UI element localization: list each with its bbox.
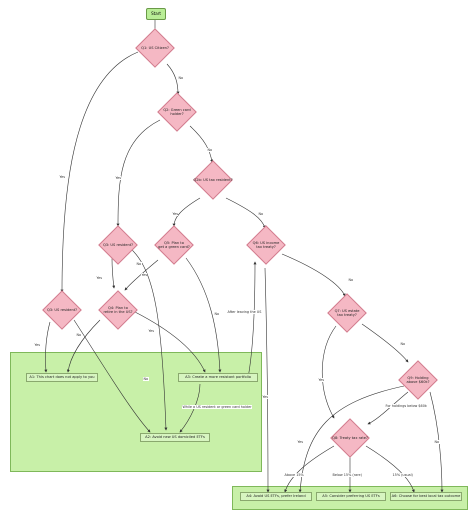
label-q3b-no: No [76,333,82,337]
q2-green-card: Q2: Green card holder? [157,92,197,132]
label-q7-no: No [400,342,406,346]
label-q3-yes: Yes [96,276,103,280]
a6-best-local-tax: A6: Choose for best local tax outcome [390,492,462,501]
label-q6-yes: Yes [262,395,269,399]
edge-q8-a6 [365,445,415,493]
q7-estate-tax-treaty: Q7: US estate tax treaty? [327,293,367,333]
label-q9-yes: Yes [297,440,304,444]
label-q1-no: No [178,76,184,80]
a5-prefer-us-etfs: A5: Consider preferring US ETFs [316,492,386,501]
q3b-us-resident: Q3: US resident? [42,290,82,330]
q5-green-card-plan: Q5: Plan to get a green card? [154,225,194,265]
edge-q1-q3b [60,51,139,293]
a3-resistant-portfolio: A3: Create a more resistant portfolio [178,373,258,382]
label-below: Below 15% (rare) [332,473,363,477]
q2b-tax-resident: Q2b: US tax resident? [193,160,233,200]
label-q9-no: No [434,440,440,444]
edge-q4-a1 [66,319,101,373]
edge-q9-q8 [367,391,409,425]
label-q4-yes: Yes [148,329,155,333]
q9-holding-60k: Q9: Holding above $60k? [398,360,438,400]
edge-q9-a6 [429,391,444,493]
edge-q6-a4 [264,267,270,493]
edge-q2-q3 [116,119,161,227]
edge-q5-q4 [124,259,159,291]
a2-avoid-us-etfs: A2: Avoid new US domiciled ETFs [140,433,210,442]
start-node: Start [146,8,166,20]
edge-a3-q6 [247,261,257,379]
edge-q8-a4 [284,445,335,493]
edge-q3-a2 [129,247,168,431]
edge-q5-a3 [185,257,222,373]
label-equal: 15% (usual) [392,473,414,477]
label-q5-no: No [214,312,220,316]
label-q5-yes: Yes [141,273,148,277]
label-after-leaving: After leaving the US [227,310,262,314]
edge-q6-q7 [281,253,346,297]
label-q4-no: No [143,377,149,381]
a4-prefer-ireland: A4: Avoid US ETFs, prefer Ireland [240,492,312,501]
label-for-holdings: For holdings below $60k [385,404,428,408]
label-q2-yes: Yes [115,176,122,180]
label-q3-no: No [136,262,142,266]
label-q7-yes: Yes [318,378,325,382]
label-q6-no: No [348,278,354,282]
label-above: Above 15% [284,473,305,477]
label-while-resident: While a US resident or green card holder [182,405,253,409]
q1-us-citizen: Q1: US Citizen? [135,28,175,68]
label-q1-yes: Yes [59,175,66,179]
edge-q1-q2 [166,63,180,95]
q4-retire-in-us: Q4: Plan to retire in the US? [98,290,138,330]
edge-q7-q9 [361,323,409,363]
edge-q3b-a1 [44,321,51,373]
edge-q4-a3 [134,311,206,373]
edge-q2-q2b [189,125,214,163]
label-q3b-yes: Yes [34,343,41,347]
edge-q3-q4 [111,257,116,289]
a1-not-apply: A1: This chart does not apply to you [26,373,98,382]
edge-q9-a4 [298,385,405,493]
edge-q2b-q5 [172,197,201,227]
label-q2b-no: No [258,212,264,216]
edge-q3b-a2 [73,319,151,433]
q3-us-resident: Q3: US resident? [98,225,138,265]
label-q2b-yes: Yes [172,212,179,216]
edge-a3-a2 [179,383,201,433]
q6-income-tax-treaty: Q6: US income tax treaty? [246,225,286,265]
edge-q7-q8 [321,325,337,419]
label-q2-no: No [207,148,213,152]
q8-treaty-tax-rate: Q8: Treaty tax rate? [330,418,370,458]
